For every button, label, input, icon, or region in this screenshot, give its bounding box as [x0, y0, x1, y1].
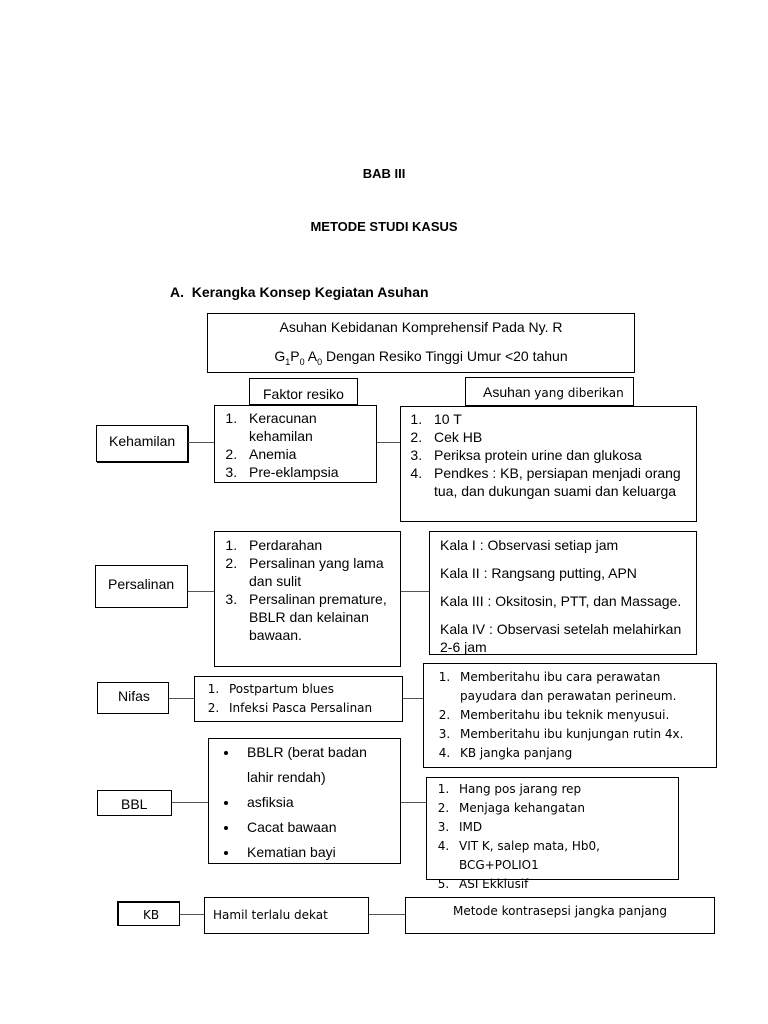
- risk-item: BBLR (berat badan lahir rendah): [239, 740, 392, 790]
- connector-line: [401, 802, 427, 803]
- risk-box-nifas: Postpartum blues Infeksi Pasca Persalina…: [194, 676, 403, 722]
- care-box-kehamilan: 10 T Cek HB Periksa protein urine dan gl…: [400, 406, 697, 522]
- risk-box-kehamilan: Keracunan kehamilan Anemia Pre-eklampsia: [214, 405, 377, 483]
- stage-kb: KB: [117, 901, 180, 926]
- chapter-heading: BAB III: [362, 166, 406, 181]
- care-box-nifas: Memberitahu ibu cara perawatan payudara …: [423, 663, 717, 768]
- risk-item: Persalinan yang lama dan sulit: [241, 554, 392, 590]
- care-box-persalinan: Kala I : Observasi setiap jam Kala II : …: [429, 531, 697, 655]
- connector-line: [377, 442, 401, 443]
- stage-kehamilan: Kehamilan: [96, 425, 188, 462]
- connector-line: [172, 802, 209, 803]
- connector-line: [369, 914, 406, 915]
- risk-item: Persalinan premature, BBLR dan kelainan …: [241, 590, 392, 644]
- risk-factor-header: Faktor resiko: [249, 378, 358, 405]
- main-title-line2: G1P0 A0 Dengan Resiko Tinggi Umur <20 ta…: [274, 348, 568, 367]
- main-title-line1: Asuhan Kebidanan Komprehensif Pada Ny. R: [279, 319, 563, 335]
- connector-line: [169, 698, 195, 699]
- risk-item: Perdarahan: [241, 536, 392, 554]
- connector-line: [401, 591, 430, 592]
- care-box-bbl: Hang pos jarang rep Menjaga kehangatan I…: [426, 777, 679, 891]
- care-item: Cek HB: [426, 428, 696, 446]
- stage-persalinan: Persalinan: [95, 565, 188, 608]
- care-item: VIT K, salep mata, Hb0, BCG+POLIO1: [453, 837, 678, 875]
- care-item: ASI Ekklusif: [453, 875, 678, 894]
- connector-line: [403, 698, 424, 699]
- care-item: Menjaga kehangatan: [453, 799, 678, 818]
- main-title-box: Asuhan Kebidanan Komprehensif Pada Ny. R…: [207, 313, 635, 373]
- care-given-header: Asuhan yang diberikan: [465, 377, 634, 406]
- care-item: Kala IV : Observasi setelah melahirkan 2…: [440, 621, 682, 655]
- care-item: Memberitahu ibu cara perawatan payudara …: [454, 668, 706, 706]
- risk-item: Pre-eklampsia: [241, 463, 376, 481]
- risk-item: Keracunan kehamilan: [241, 409, 376, 445]
- stage-nifas: Nifas: [97, 682, 169, 714]
- risk-item: Infeksi Pasca Persalinan: [223, 699, 402, 718]
- risk-box-bbl: BBLR (berat badan lahir rendah) asfiksia…: [208, 738, 401, 864]
- care-item: Kala II : Rangsang putting, APN: [440, 565, 637, 581]
- care-item: Memberitahu ibu kunjungan rutin 4x.: [454, 725, 706, 744]
- risk-item: asfiksia: [239, 790, 392, 815]
- connector-line: [180, 914, 205, 915]
- care-item: Kala III : Oksitosin, PTT, dan Massage.: [440, 593, 682, 609]
- stage-bbl: BBL: [97, 790, 172, 816]
- care-item: Pendkes : KB, persiapan menjadi orang tu…: [426, 464, 696, 500]
- care-item: Kala I : Observasi setiap jam: [440, 537, 619, 553]
- connector-line: [188, 442, 214, 443]
- care-item: Hang pos jarang rep: [453, 780, 678, 799]
- risk-box-kb: Hamil terlalu dekat: [204, 897, 369, 934]
- connector-line: [188, 591, 215, 592]
- care-box-kb: Metode kontrasepsi jangka panjang: [405, 897, 715, 934]
- risk-item: Cacat bawaan: [239, 815, 392, 840]
- risk-item: Kematian bayi: [239, 840, 392, 865]
- risk-item: Postpartum blues: [223, 680, 402, 699]
- care-item: IMD: [453, 818, 678, 837]
- risk-box-persalinan: Perdarahan Persalinan yang lama dan suli…: [214, 531, 401, 667]
- care-item: Periksa protein urine dan glukosa: [426, 446, 696, 464]
- care-item: Memberitahu ibu teknik menyusui.: [454, 706, 706, 725]
- risk-item: Anemia: [241, 445, 376, 463]
- care-item: 10 T: [426, 410, 696, 428]
- page-title: METODE STUDI KASUS: [310, 219, 458, 234]
- care-item: KB jangka panjang: [454, 744, 706, 763]
- section-heading: A. Kerangka Konsep Kegiatan Asuhan: [170, 284, 429, 300]
